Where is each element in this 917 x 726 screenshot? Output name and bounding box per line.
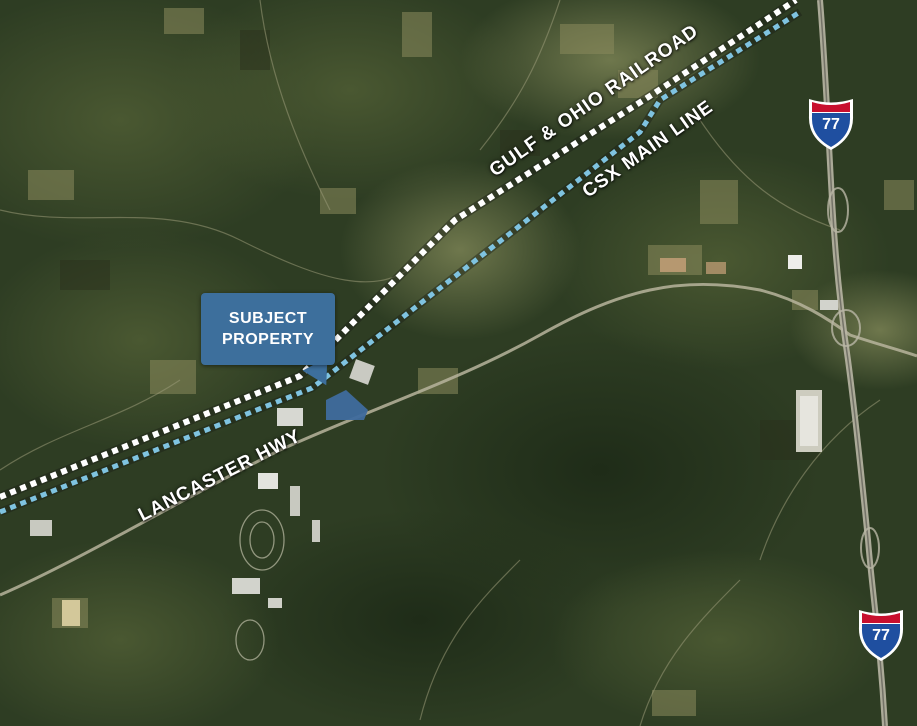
- interstate-number-north: 77: [822, 116, 840, 133]
- subject-property-parcel: [326, 390, 368, 420]
- gulf-ohio-railroad: [0, 0, 798, 500]
- interstate-shield-icon: 77: [856, 607, 906, 663]
- subject-property-callout: SUBJECT PROPERTY: [201, 293, 335, 365]
- interstate-number-south: 77: [872, 627, 890, 644]
- callout-line-1: SUBJECT: [228, 310, 308, 327]
- industrial-buildings: [30, 255, 838, 626]
- interstate-shield-icon: 77: [806, 96, 856, 152]
- csx-main-line-railroad: [0, 9, 802, 515]
- callout-line-2: PROPERTY: [221, 331, 314, 348]
